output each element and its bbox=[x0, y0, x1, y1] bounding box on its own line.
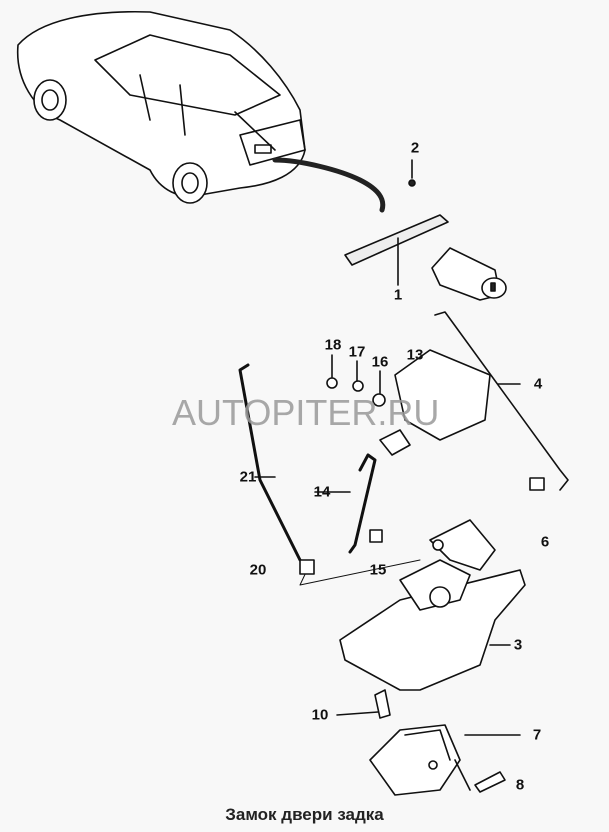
rods bbox=[238, 311, 569, 586]
callout-6: 6 bbox=[540, 533, 550, 551]
latch-assembly bbox=[339, 519, 526, 691]
diagram-caption: Замок двери задка bbox=[225, 805, 384, 824]
callout-2: 2 bbox=[410, 139, 420, 157]
striker bbox=[336, 689, 521, 796]
callout-20: 20 bbox=[249, 561, 267, 579]
callout-1: 1 bbox=[393, 286, 403, 304]
callout-18: 18 bbox=[324, 336, 342, 354]
callout-8: 8 bbox=[515, 776, 525, 794]
callout-13: 13 bbox=[406, 346, 424, 364]
car-illustration bbox=[16, 10, 386, 213]
trim-panel bbox=[344, 159, 449, 286]
callout-10: 10 bbox=[311, 706, 329, 724]
watermark: AUTOPITER.RU bbox=[172, 392, 440, 433]
callout-14: 14 bbox=[313, 483, 331, 501]
callout-15: 15 bbox=[369, 561, 387, 579]
callout-16: 16 bbox=[371, 353, 389, 371]
callout-17: 17 bbox=[348, 343, 366, 361]
callout-21: 21 bbox=[239, 468, 257, 486]
callout-3: 3 bbox=[513, 636, 523, 654]
actuator bbox=[326, 349, 491, 456]
callout-4: 4 bbox=[533, 375, 543, 393]
callout-7: 7 bbox=[532, 726, 542, 744]
lock-cylinder bbox=[431, 247, 507, 301]
